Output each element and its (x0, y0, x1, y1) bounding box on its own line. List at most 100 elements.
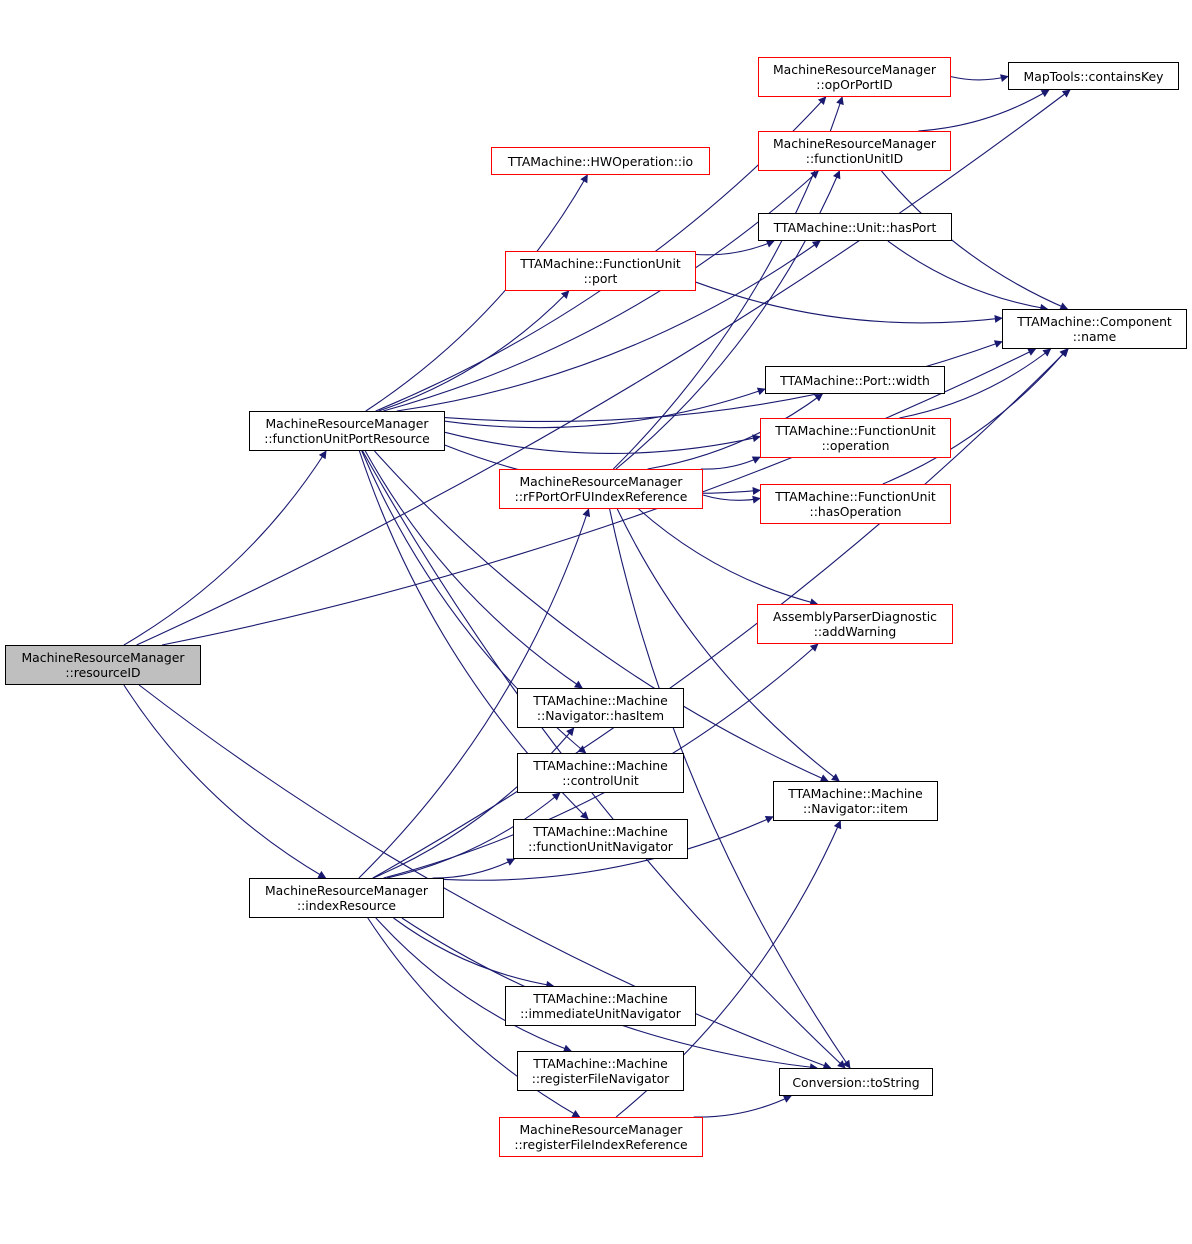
node-register-file-navigator-line-2: ::registerFileNavigator (531, 1071, 670, 1086)
node-index-resource[interactable]: MachineResourceManager ::indexResource (249, 878, 444, 918)
edge-indexResource-to-functionUnitNavigator (432, 858, 516, 879)
edge-rfPortOrFUIndexReference-to-fuHasOperation (702, 494, 761, 504)
node-navigator-has-item-line-2: ::Navigator::hasItem (536, 708, 665, 723)
node-function-unit-port-resource[interactable]: MachineResourceManager ::functionUnitPor… (249, 411, 445, 451)
node-navigator-has-item[interactable]: TTAMachine::Machine ::Navigator::hasItem (517, 688, 684, 728)
edge-opOrPortID-to-containsKey (950, 74, 1009, 82)
node-add-warning-line-2: ::addWarning (813, 624, 897, 639)
edge-functionUnitPortResource-to-unitHasPort (396, 240, 821, 412)
node-component-name[interactable]: TTAMachine::Component ::name (1002, 309, 1187, 349)
node-function-unit-port-line-2: ::port (583, 271, 618, 286)
node-conversion-to-string[interactable]: Conversion::toString (779, 1068, 933, 1096)
node-contains-key-line-1: MapTools::containsKey (1023, 68, 1164, 84)
edge-functionUnitPortResource-to-portWidth (444, 387, 766, 429)
node-hw-operation-io[interactable]: TTAMachine::HWOperation::io (491, 147, 710, 175)
node-fu-has-operation[interactable]: TTAMachine::FunctionUnit ::hasOperation (760, 484, 951, 524)
node-control-unit[interactable]: TTAMachine::Machine ::controlUnit (517, 753, 684, 793)
edge-functionUnitPortResource-to-fuOperation (444, 431, 761, 454)
edge-indexResource-to-immediateUnitNavigator (393, 917, 555, 989)
edge-rfPortOrFUIndexReference-to-portWidth (647, 393, 824, 470)
node-function-unit-id-line-2: ::functionUnitID (805, 151, 904, 166)
edge-rfPortOrFUIndexReference-to-addWarning (638, 508, 819, 607)
node-index-resource-line-1: MachineResourceManager (264, 883, 428, 898)
node-op-or-port-id-line-1: MachineResourceManager (772, 62, 936, 77)
node-component-name-line-2: ::name (1072, 329, 1117, 344)
edge-indexResource-to-navigatorItem (443, 816, 774, 881)
edge-indexResource-to-registerFileNavigator (375, 917, 572, 1053)
node-function-unit-id[interactable]: MachineResourceManager ::functionUnitID (758, 131, 951, 171)
node-fu-operation-line-1: TTAMachine::FunctionUnit (775, 423, 936, 438)
edge-rfPortOrFUIndexReference-to-conversionToString (609, 508, 851, 1069)
node-function-unit-navigator-line-1: TTAMachine::Machine (533, 824, 668, 839)
node-rf-port-or-fu-index-reference-line-2: ::rFPortOrFUIndexReference (514, 489, 688, 504)
node-control-unit-line-1: TTAMachine::Machine (533, 758, 668, 773)
node-resource-id-line-2: ::resourceID (65, 665, 141, 680)
edge-fuHasOperation-to-componentName (882, 348, 1068, 485)
node-fu-operation[interactable]: TTAMachine::FunctionUnit ::operation (760, 418, 951, 458)
node-register-file-index-reference-line-1: MachineResourceManager (519, 1122, 683, 1137)
node-navigator-item[interactable]: TTAMachine::Machine ::Navigator::item (773, 781, 938, 821)
node-function-unit-port[interactable]: TTAMachine::FunctionUnit ::port (505, 251, 696, 291)
edge-functionUnitPortResource-to-hwOperationIo (365, 174, 588, 412)
edge-rfPortOrFUIndexReference-to-navigatorItem (616, 508, 840, 782)
node-register-file-navigator-line-1: TTAMachine::Machine (533, 1056, 668, 1071)
edge-indexResource-to-rfPortOrFUIndexReference (358, 508, 591, 879)
edge-registerFileIndexReference-to-conversionToString (693, 1095, 792, 1118)
node-op-or-port-id-line-2: ::opOrPortID (816, 77, 893, 92)
edge-functionUnitPort-to-unitHasPort (695, 240, 775, 256)
edge-functionUnitPortResource-to-navigatorHasItem (364, 450, 583, 689)
edge-indexResource-to-componentName (372, 348, 1069, 879)
node-register-file-index-reference-line-2: ::registerFileIndexReference (514, 1137, 688, 1152)
edge-rfPortOrFUIndexReference-to-fuOperation (700, 456, 761, 470)
node-function-unit-port-resource-line-2: ::functionUnitPortResource (264, 431, 430, 446)
node-register-file-index-reference[interactable]: MachineResourceManager ::registerFileInd… (499, 1117, 703, 1157)
node-navigator-has-item-line-1: TTAMachine::Machine (533, 693, 668, 708)
edge-unitHasPort-to-componentName (887, 240, 1049, 312)
node-op-or-port-id[interactable]: MachineResourceManager ::opOrPortID (758, 57, 951, 97)
node-rf-port-or-fu-index-reference-line-1: MachineResourceManager (519, 474, 683, 489)
node-control-unit-line-2: ::controlUnit (562, 773, 639, 788)
node-function-unit-port-line-1: TTAMachine::FunctionUnit (520, 256, 681, 271)
node-function-unit-port-resource-line-1: MachineResourceManager (265, 416, 429, 431)
node-immediate-unit-navigator-line-1: TTAMachine::Machine (533, 991, 668, 1006)
node-fu-operation-line-2: ::operation (821, 438, 890, 453)
node-resource-id: MachineResourceManager ::resourceID (5, 645, 201, 685)
edge-resourceID-to-componentName (161, 348, 1037, 646)
node-function-unit-id-line-1: MachineResourceManager (772, 136, 936, 151)
edge-functionUnitID-to-componentName (881, 170, 1069, 310)
node-function-unit-navigator[interactable]: TTAMachine::Machine ::functionUnitNaviga… (513, 819, 688, 859)
node-port-width-line-1: TTAMachine::Port::width (780, 372, 930, 388)
edge-indexResource-to-controlUnit (386, 792, 561, 879)
edge-indexResource-to-navigatorHasItem (372, 727, 575, 879)
node-hw-operation-io-line-1: TTAMachine::HWOperation::io (507, 153, 694, 169)
node-fu-has-operation-line-1: TTAMachine::FunctionUnit (775, 489, 936, 504)
edge-functionUnitPortResource-to-navigatorItem (374, 450, 829, 782)
node-immediate-unit-navigator[interactable]: TTAMachine::Machine ::immediateUnitNavig… (505, 986, 696, 1026)
node-register-file-navigator[interactable]: TTAMachine::Machine ::registerFileNaviga… (517, 1051, 684, 1091)
node-function-unit-navigator-line-2: ::functionUnitNavigator (528, 839, 673, 854)
node-fu-has-operation-line-2: ::hasOperation (809, 504, 902, 519)
edge-functionUnitID-to-containsKey (918, 89, 1050, 132)
edge-fuOperation-to-componentName (899, 348, 1052, 419)
node-navigator-item-line-2: ::Navigator::item (802, 801, 909, 816)
node-port-width[interactable]: TTAMachine::Port::width (765, 366, 945, 394)
edge-indexResource-to-registerFileIndexReference (367, 917, 581, 1118)
edge-resourceID-to-functionUnitPortResource (123, 450, 327, 646)
node-index-resource-line-2: ::indexResource (296, 898, 397, 913)
edge-resourceID-to-containsKey (136, 89, 1071, 646)
edge-functionUnitPort-to-componentName (695, 281, 1003, 324)
edge-functionUnitPortResource-to-functionUnitPort (378, 290, 570, 412)
node-add-warning[interactable]: AssemblyParserDiagnostic ::addWarning (757, 604, 953, 644)
node-immediate-unit-navigator-line-2: ::immediateUnitNavigator (520, 1006, 681, 1021)
node-conversion-to-string-line-1: Conversion::toString (792, 1074, 920, 1090)
node-unit-has-port[interactable]: TTAMachine::Unit::hasPort (758, 213, 952, 241)
node-resource-id-line-1: MachineResourceManager (21, 650, 185, 665)
node-add-warning-line-1: AssemblyParserDiagnostic (773, 609, 937, 624)
edge-resourceID-to-indexResource (123, 684, 327, 879)
node-navigator-item-line-1: TTAMachine::Machine (788, 786, 923, 801)
node-contains-key[interactable]: MapTools::containsKey (1008, 62, 1179, 90)
edge-resourceID-to-conversionToString (138, 684, 832, 1070)
node-rf-port-or-fu-index-reference[interactable]: MachineResourceManager ::rFPortOrFUIndex… (499, 469, 703, 509)
node-component-name-line-1: TTAMachine::Component (1017, 314, 1172, 329)
